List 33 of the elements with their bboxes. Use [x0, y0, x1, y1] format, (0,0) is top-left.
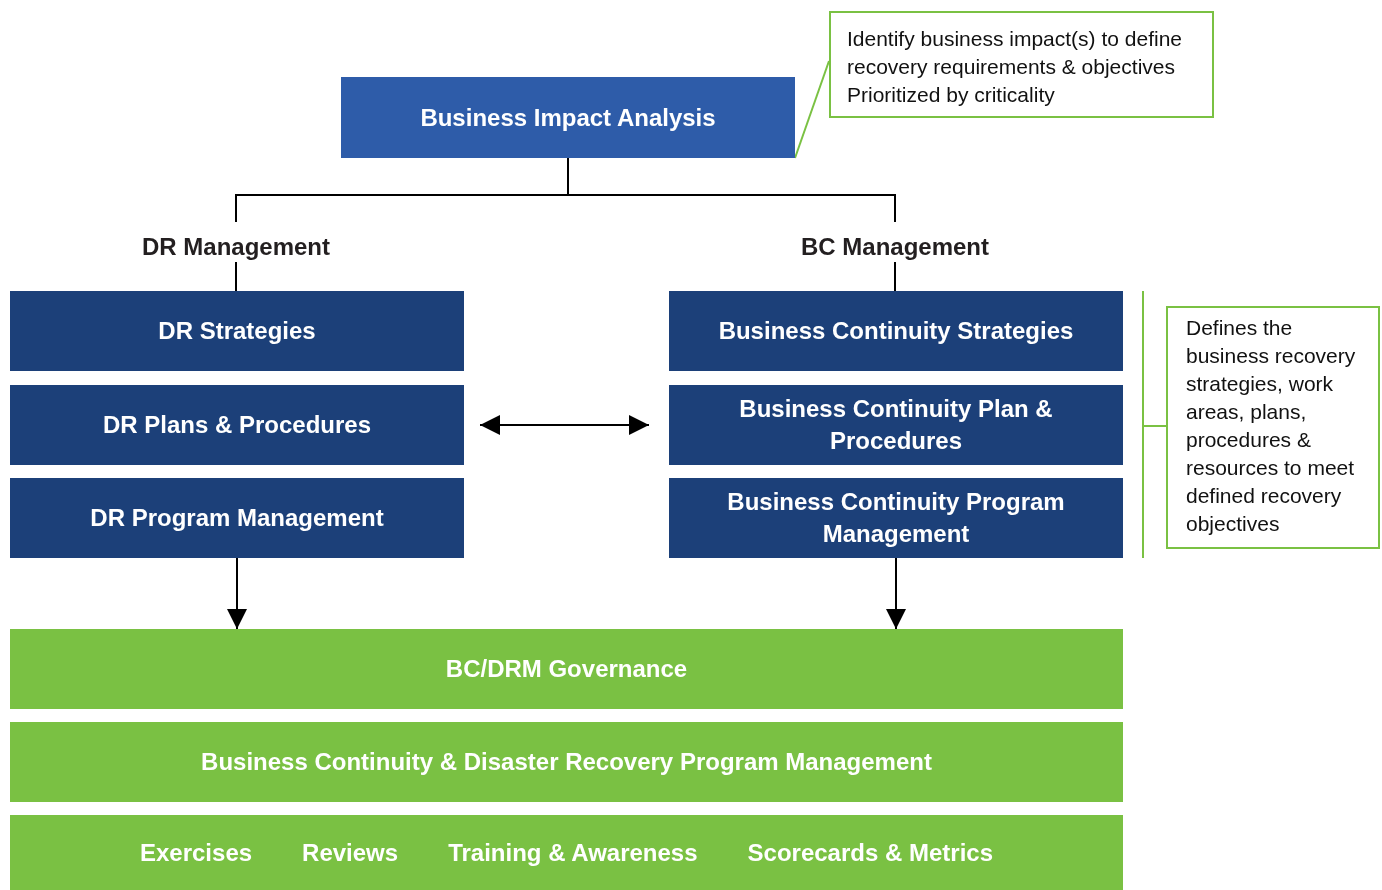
- process-bar: [10, 629, 1123, 709]
- process-bar: [10, 722, 1123, 802]
- process-box: [10, 385, 464, 465]
- connector-line: [894, 261, 896, 292]
- arrow: [886, 557, 906, 630]
- callout-box: [829, 11, 1214, 118]
- box-label: Business Continuity Strategies: [718, 316, 1074, 346]
- box-label: DR Program Management: [90, 503, 384, 533]
- process-box: [669, 478, 1123, 558]
- box-label: Training & Awareness: [448, 838, 698, 867]
- callout-text: Defines the business recovery strategies, work areas, plans, procedures & resources to meet defined recovery objectives: [1186, 315, 1357, 537]
- box-label: BC/DRM Governance: [445, 655, 688, 683]
- box-label: Business Continuity & Disaster Recovery Program Management: [201, 748, 932, 776]
- box-label: Business Continuity Program Management: [726, 487, 1066, 549]
- connector-line: [235, 261, 237, 292]
- box-label: Exercises: [139, 838, 253, 867]
- box-label: Business Impact Analysis: [420, 103, 716, 132]
- callout-text: Identify business impact(s) to define recovery requirements & objectives: [847, 26, 1183, 80]
- arrow: [227, 557, 247, 630]
- box-label: Reviews: [302, 838, 399, 867]
- box-label: Scorecards & Metrics: [747, 838, 993, 867]
- process-box: [669, 291, 1123, 371]
- process-bar: [10, 815, 1123, 890]
- process-box: [10, 291, 464, 371]
- box-label: Business Continuity Plan & Procedures: [738, 394, 1054, 456]
- callout-text: Prioritized by criticality: [847, 82, 1055, 108]
- callout-box: [1166, 306, 1380, 549]
- process-box: [10, 478, 464, 558]
- box-label: DR Strategies: [158, 316, 316, 346]
- process-box: [669, 385, 1123, 465]
- title-box: [341, 77, 795, 158]
- arrow: [479, 415, 650, 435]
- box-label: DR Plans & Procedures: [102, 410, 372, 440]
